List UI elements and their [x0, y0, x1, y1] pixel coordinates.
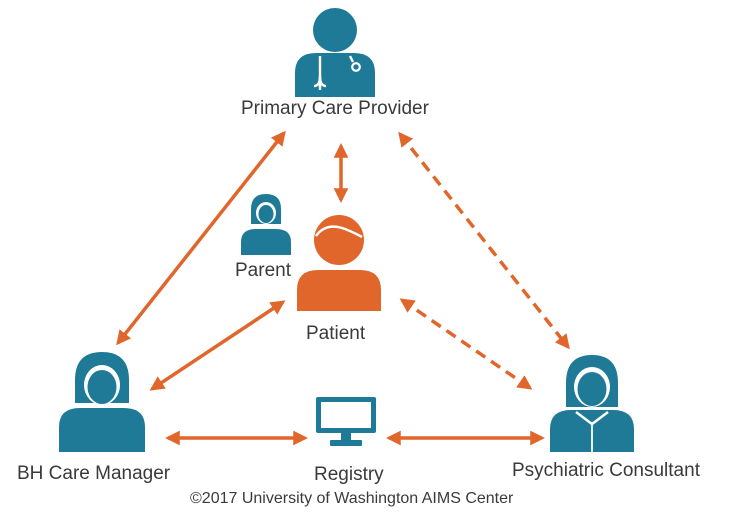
parent-icon	[241, 194, 291, 255]
arrow-patient-bhcm	[149, 300, 286, 391]
label-patient: Patient	[306, 323, 366, 344]
arrow-pcp-psych	[398, 131, 570, 350]
arrow-patient-psych	[399, 298, 533, 390]
label-parent: Parent	[235, 260, 291, 281]
patient-icon	[297, 215, 381, 311]
copyright-footer: ©2017 University of Washington AIMS Cent…	[190, 490, 514, 507]
bhcm-icon	[59, 352, 145, 452]
psych-icon	[550, 355, 634, 452]
label-registry: Registry	[314, 464, 384, 485]
label-psychiatric-consultant: Psychiatric Consultant	[512, 460, 700, 481]
arrow-pcp-bhcm	[116, 130, 286, 346]
label-primary-care-provider: Primary Care Provider	[241, 98, 429, 119]
registry-monitor-icon	[316, 397, 376, 446]
label-bh-care-manager: BH Care Manager	[17, 463, 171, 484]
doctor-icon	[295, 8, 375, 97]
